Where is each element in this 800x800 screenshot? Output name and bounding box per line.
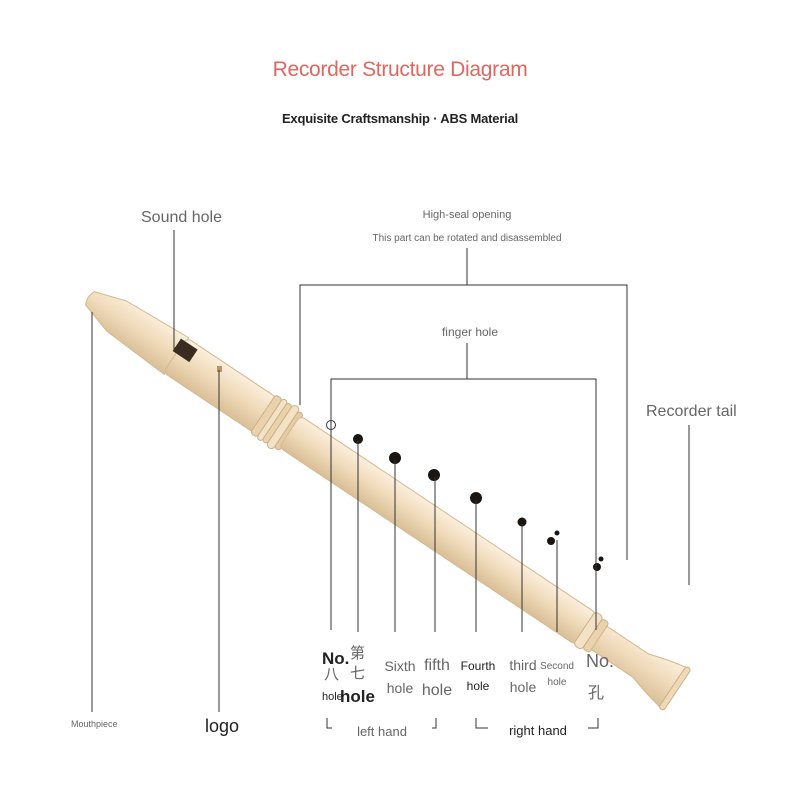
label-left-hand: left hand [332,724,432,740]
hole-2-line2: hole [547,677,567,688]
logo-mark [217,366,222,372]
hole-3 [517,517,527,527]
hole-4 [470,492,482,504]
page-subtitle: Exquisite Craftsmanship · ABS Material [281,111,519,126]
hole-8-line1: No. [322,649,350,668]
label-mouthpiece: Mouthpiece [71,719,118,729]
recorder-body [85,291,691,711]
hole-8-line2: 八 [324,666,340,683]
hole-5-line2: hole [421,682,453,699]
label-finger-hole: finger hole [441,325,499,339]
leader-lines [91,230,690,729]
hole-1-line2: 孔 [588,685,605,702]
hole-6-line1: Sixth [384,658,416,674]
hole-7-line1: 第 [350,645,366,662]
label-right-hand: right hand [488,723,588,739]
hole-2a [547,537,555,545]
hole-3-line1: third [509,657,537,673]
hole-6-line2: hole [386,680,414,696]
hole-5-line1: fifth [424,657,450,674]
hole-2-line1: Second [540,661,574,672]
hole-3-line2: hole [509,679,537,695]
hole-1a [593,563,601,571]
hole-4-line2: hole [466,679,490,693]
hole-6 [389,452,401,464]
label-high-seal: High-seal opening [422,209,512,221]
hole-1b [598,556,604,562]
hole-7-line2: 七 [350,665,366,682]
page-title: Recorder Structure Diagram [272,58,528,81]
hole-7 [353,434,363,444]
label-recorder-tail: Recorder tail [646,403,737,420]
hole-8-line3: hole [322,691,343,703]
hole-4-line1: Fourth [460,659,496,673]
hole-5 [428,469,440,481]
hole-1-line1: No. [586,651,615,671]
hole-7-line3: hole [340,687,375,706]
label-sound-hole: Sound hole [141,209,222,226]
hole-2b [554,530,560,536]
label-rotate-note: This part can be rotated and disassemble… [372,233,562,244]
label-logo: logo [205,716,240,736]
